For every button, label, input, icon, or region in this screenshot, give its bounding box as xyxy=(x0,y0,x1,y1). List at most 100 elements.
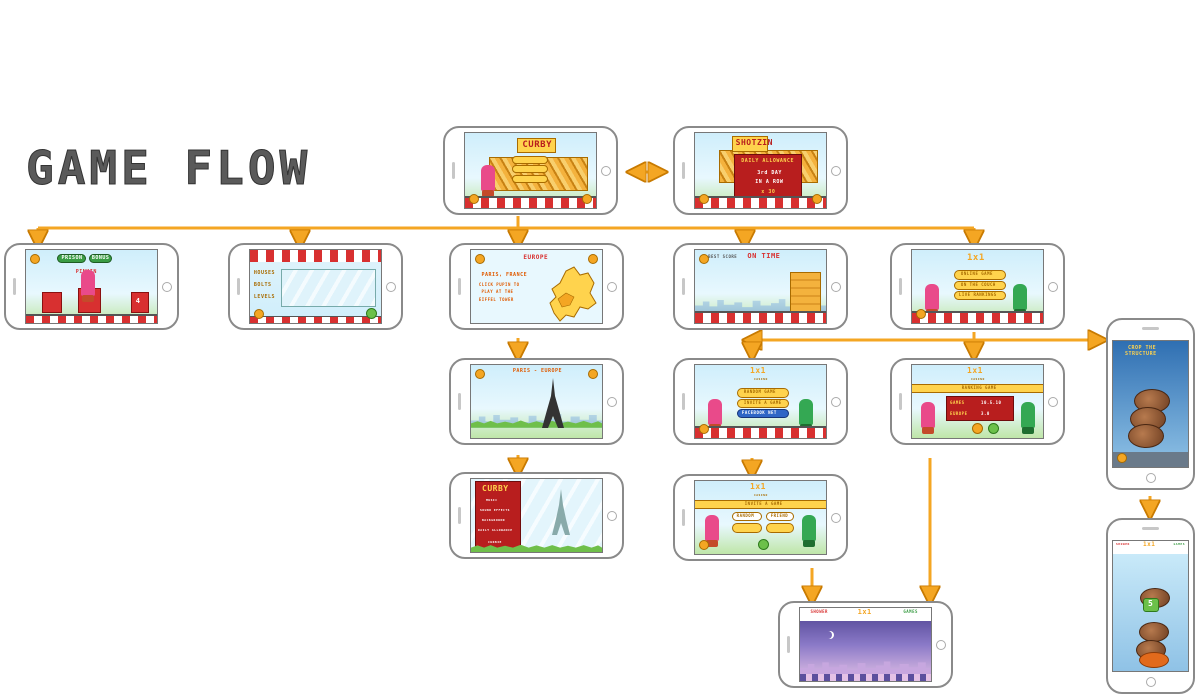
screen-store: HOUSES BOLTS LEVELS xyxy=(249,249,382,324)
screen-crop: CROP THE STRUCTURE xyxy=(1112,340,1189,468)
back-icon[interactable] xyxy=(699,540,709,550)
curby-pink xyxy=(925,283,940,316)
phone-night-game: SHOWER 1x1 GAMES xyxy=(778,601,953,688)
region-title: EUROPE xyxy=(523,253,549,261)
phone-speaker xyxy=(458,507,461,524)
player-2-label: GAMES xyxy=(903,609,918,614)
couch-button[interactable]: ON THE COUCH xyxy=(953,280,1006,290)
option-music[interactable]: MUSIC xyxy=(486,498,498,502)
option-curbie[interactable]: CURBIE xyxy=(488,540,502,544)
random-game-button[interactable]: RANDOM GAME xyxy=(736,388,789,398)
store-item-levels[interactable]: LEVELS xyxy=(253,293,275,300)
curby-pink xyxy=(708,398,723,431)
sound-icon[interactable] xyxy=(812,194,822,204)
phone-daily-allowance: SHOTZIN DAILY ALLOWANCE 3rd DAY IN A ROW… xyxy=(673,126,848,215)
back-icon[interactable] xyxy=(254,309,264,319)
confirm-icon[interactable] xyxy=(366,308,377,319)
curby-character xyxy=(480,164,495,197)
stack-coin-2[interactable] xyxy=(1138,621,1169,642)
settings-icon[interactable] xyxy=(699,194,709,204)
phone-duel: SHOWER 1x1 GAMES 5 xyxy=(1106,518,1195,694)
phone-home-button xyxy=(831,396,841,407)
pedestal-left xyxy=(41,292,63,314)
back-icon[interactable] xyxy=(30,254,40,264)
phone-versus: 1x1 CASINO RANKING GAME GAMES 10.5.10 EU… xyxy=(890,358,1065,445)
map-line-2: PLAY AT THE xyxy=(481,289,514,295)
phone-home-button xyxy=(386,281,396,292)
screen-paris-level: PARIS - EUROPE xyxy=(470,364,603,439)
eiffel-tower xyxy=(552,489,571,536)
screen-night-game: SHOWER 1x1 GAMES xyxy=(799,607,932,682)
store-item-houses[interactable]: HOUSES xyxy=(253,270,275,277)
invite-game-button[interactable]: INVITE A GAME xyxy=(736,398,789,408)
curby-character xyxy=(81,270,96,303)
tab-prison-label: PRISON xyxy=(61,254,83,261)
stack-coin-3[interactable] xyxy=(1128,424,1164,449)
settings-icon[interactable] xyxy=(469,194,479,204)
phone-speaker xyxy=(458,393,461,410)
phone-home-button xyxy=(936,639,946,650)
screen-daily-allowance: SHOTZIN DAILY ALLOWANCE 3rd DAY IN A ROW… xyxy=(694,132,827,209)
phone-invite: 1x1 CASINO INVITE A GAME RANDOM FRIEND xyxy=(673,474,848,561)
phone-speaker xyxy=(682,162,685,179)
option-background[interactable]: BACKGROUND xyxy=(482,518,506,522)
phone-shop: PRISON BONUS PINKIN 4 xyxy=(4,243,179,330)
option-b-button[interactable] xyxy=(765,523,794,533)
menu-button-3[interactable] xyxy=(512,175,549,183)
road xyxy=(465,195,596,208)
back-icon[interactable] xyxy=(475,254,485,264)
score-header: SHOWER 1x1 GAMES xyxy=(800,608,931,622)
sound-icon[interactable] xyxy=(582,194,592,204)
pause-icon[interactable] xyxy=(475,369,485,379)
online-game-button[interactable]: ONLINE GAME xyxy=(953,270,1006,280)
phone-crop: CROP THE STRUCTURE xyxy=(1106,318,1195,490)
back-icon[interactable] xyxy=(699,424,709,434)
phone-speaker xyxy=(787,636,790,653)
pedestal-count: 4 xyxy=(135,297,141,306)
pause-icon[interactable] xyxy=(699,254,709,264)
trees xyxy=(471,420,602,428)
on-time-badge: ON TIME xyxy=(747,252,781,261)
phone-speaker xyxy=(13,278,16,295)
rankings-button[interactable]: LIVE RANKINGS xyxy=(953,290,1006,301)
confirm-icon[interactable] xyxy=(757,538,769,550)
random-button[interactable]: RANDOM xyxy=(731,511,763,521)
menu-button-1[interactable] xyxy=(512,155,549,164)
store-window xyxy=(281,268,376,308)
tab-prison[interactable]: PRISON xyxy=(57,253,86,263)
tab-bonus[interactable]: BONUS xyxy=(88,253,112,263)
phone-speaker xyxy=(899,393,902,410)
curby-green xyxy=(801,514,816,547)
phone-home-button xyxy=(607,396,617,407)
stat-1-label: GAMES xyxy=(950,399,965,405)
road xyxy=(250,316,381,323)
phone-on-time: BEST SCORE ON TIME xyxy=(673,243,848,330)
screen-invite: 1x1 CASINO INVITE A GAME RANDOM FRIEND xyxy=(694,480,827,555)
daily-line-1: 3rd DAY xyxy=(757,170,782,176)
phone-main-menu: CURBY xyxy=(443,126,618,215)
phone-home-button xyxy=(607,510,617,521)
back-icon[interactable] xyxy=(916,309,926,319)
back-icon[interactable] xyxy=(1117,453,1127,463)
europe-map[interactable] xyxy=(544,263,600,323)
confirm-icon[interactable] xyxy=(987,422,999,434)
eiffel-tower xyxy=(541,378,564,429)
phone-home-button xyxy=(607,281,617,292)
night-logo: 1x1 xyxy=(857,608,872,616)
curby-green xyxy=(798,398,813,431)
cancel-icon[interactable] xyxy=(972,422,984,434)
option-a-button[interactable] xyxy=(731,523,763,533)
ground xyxy=(1113,451,1188,467)
one-x-one-logo: 1x1 xyxy=(967,252,985,263)
screen-duel: SHOWER 1x1 GAMES 5 xyxy=(1112,540,1189,672)
logo-text: SHOTZIN xyxy=(735,138,773,147)
phone-speaker xyxy=(682,278,685,295)
facebook-button[interactable]: FACEBOOK NET xyxy=(736,408,789,419)
menu-button-2[interactable] xyxy=(512,165,549,174)
friend-button[interactable]: FRIEND xyxy=(765,511,794,521)
crop-title-1: CROP THE xyxy=(1128,344,1157,351)
phone-home-button xyxy=(831,165,841,176)
store-item-bolts[interactable]: BOLTS xyxy=(253,282,272,289)
option-sound-effects[interactable]: SOUND EFFECTS xyxy=(480,508,510,512)
option-daily-allowance[interactable]: DAILY ALLOWANCE xyxy=(478,528,513,532)
